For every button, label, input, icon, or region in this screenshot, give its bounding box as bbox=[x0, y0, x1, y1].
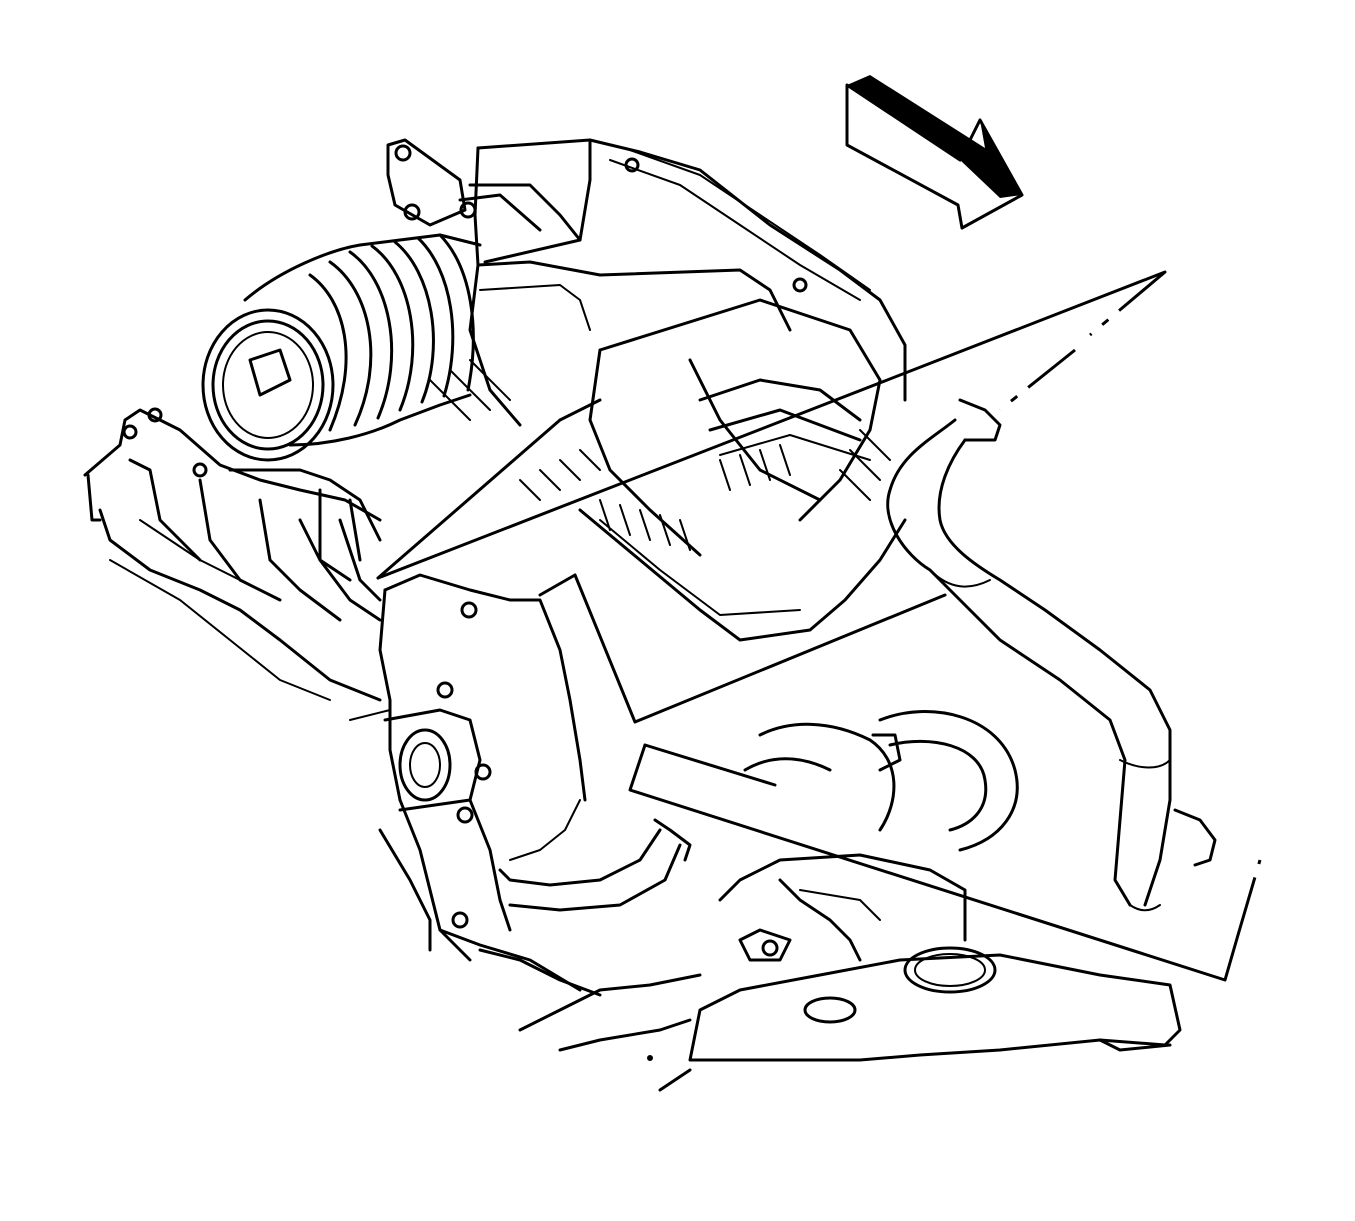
air-resonator-duct bbox=[688, 853, 1182, 1062]
direction-arrow-icon bbox=[845, 75, 1024, 230]
coolant-hose bbox=[886, 398, 1217, 912]
housing-ribs bbox=[429, 359, 891, 551]
intake-manifold bbox=[83, 407, 382, 702]
mounting-bracket bbox=[386, 138, 808, 293]
detail-inset-frame bbox=[538, 573, 1262, 982]
intake-duct bbox=[201, 183, 582, 462]
air-cleaner-housing bbox=[468, 138, 907, 642]
heater-hoses bbox=[498, 710, 1019, 912]
frame-rails bbox=[478, 948, 702, 1092]
throttle-body bbox=[349, 573, 587, 992]
callout-lines bbox=[376, 270, 1167, 580]
